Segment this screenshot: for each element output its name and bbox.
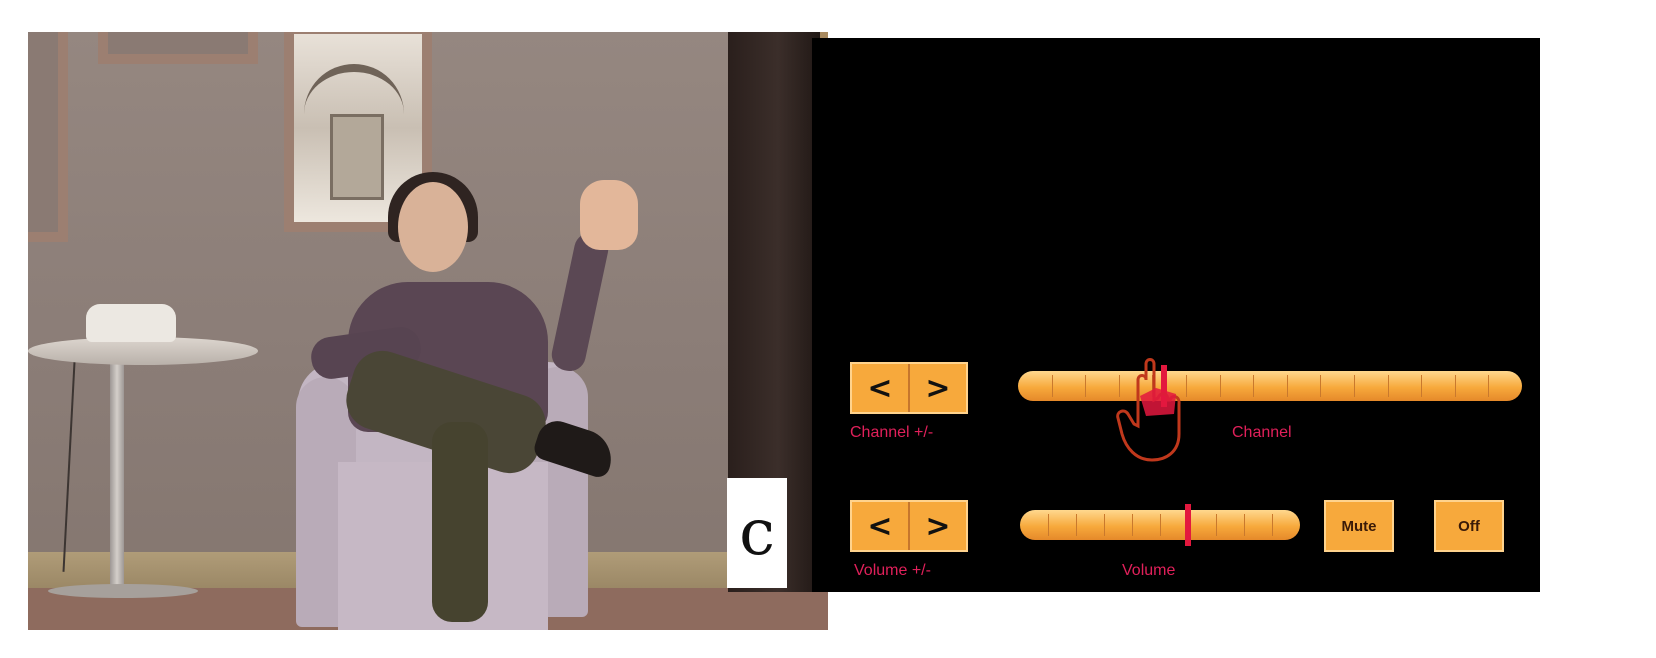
- slider-tick: [1132, 514, 1133, 536]
- slider-tick: [1387, 375, 1389, 397]
- slider-tick: [1051, 375, 1053, 397]
- person-head: [398, 182, 468, 272]
- slider-tick: [1076, 514, 1077, 536]
- slider-tick: [1286, 375, 1288, 397]
- volume-slider-caption: Volume: [1122, 562, 1176, 579]
- side-table-base: [48, 584, 198, 598]
- channel-step-buttons: < >: [850, 362, 968, 414]
- slider-tick: [1253, 375, 1255, 397]
- wall-frame-left: [28, 32, 68, 242]
- raised-hand: [580, 180, 638, 250]
- channel-slider-ticks: [1018, 371, 1522, 401]
- channel-step-caption: Channel +/-: [850, 424, 934, 441]
- channel-slider-thumb[interactable]: [1161, 365, 1168, 407]
- volume-prev-button[interactable]: <: [867, 508, 893, 544]
- slider-tick: [1320, 375, 1322, 397]
- slider-tick: [1216, 514, 1217, 536]
- volume-slider[interactable]: [1020, 504, 1300, 546]
- telephone: [86, 304, 176, 342]
- channel-next-button[interactable]: >: [908, 364, 966, 412]
- user-photo: [28, 32, 828, 630]
- tv-control-screen: < > Channel +/- Channel < > Volume +/- V…: [812, 38, 1540, 592]
- channel-slider-caption: Channel: [1232, 424, 1292, 441]
- slider-tick: [1244, 514, 1245, 536]
- mute-button[interactable]: Mute: [1324, 500, 1394, 552]
- channel-slider[interactable]: [1018, 365, 1522, 407]
- slider-tick: [1118, 375, 1120, 397]
- volume-slider-thumb[interactable]: [1185, 504, 1191, 546]
- slider-tick: [1048, 514, 1049, 536]
- channel-prev-button[interactable]: <: [867, 370, 893, 406]
- slider-tick: [1354, 375, 1355, 397]
- volume-step-buttons: < >: [850, 500, 968, 552]
- slider-tick: [1272, 514, 1273, 536]
- slider-tick: [1454, 375, 1456, 397]
- volume-step-caption: Volume +/-: [854, 562, 931, 579]
- off-button[interactable]: Off: [1434, 500, 1504, 552]
- panel-letter: c: [727, 478, 787, 588]
- slider-tick: [1421, 375, 1423, 397]
- slider-tick: [1085, 375, 1087, 397]
- side-table-pole: [110, 362, 124, 592]
- hand-pointer-icon: [1116, 358, 1181, 462]
- slider-tick: [1160, 514, 1161, 536]
- volume-slider-ticks: [1020, 510, 1300, 540]
- wall-frame-top: [98, 32, 258, 64]
- volume-next-button[interactable]: >: [908, 502, 966, 550]
- slider-tick: [1186, 375, 1187, 397]
- slider-tick: [1104, 514, 1105, 536]
- slider-tick: [1219, 375, 1221, 397]
- slider-tick: [1488, 375, 1490, 397]
